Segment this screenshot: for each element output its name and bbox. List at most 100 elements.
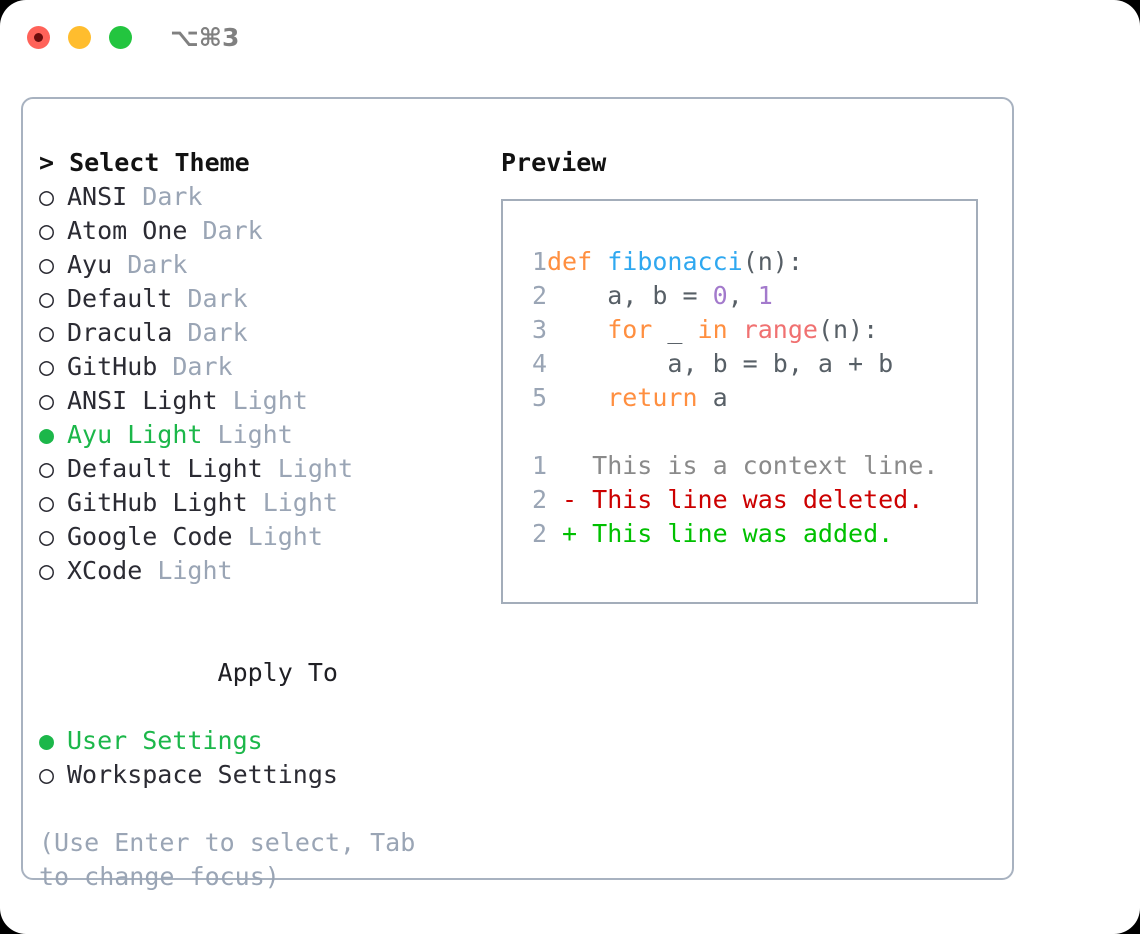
apply-option-label: User Settings [67, 726, 263, 755]
line-number: 4 [531, 349, 547, 378]
window-controls [27, 26, 132, 49]
theme-option-github-light[interactable]: ○ GitHub Light Light [39, 486, 479, 520]
radio-unselected-icon: ○ [39, 182, 55, 211]
code-line: 3 for _ in range(n): [517, 313, 976, 347]
select-theme-header: > Select Theme [39, 148, 250, 177]
theme-option-label: ANSI Light [67, 386, 218, 415]
theme-option-kind: Dark [187, 284, 248, 313]
theme-option-github[interactable]: ○ GitHub Dark [39, 350, 479, 384]
theme-option-label: Default Light [67, 454, 263, 483]
line-number: 2 [531, 519, 547, 548]
radio-selected-icon: ● [39, 420, 55, 449]
radio-unselected-icon: ○ [39, 318, 55, 347]
diff-line: 2 + This line was added. [517, 517, 976, 551]
radio-unselected-icon: ○ [39, 454, 55, 483]
shortcut-label: ⌥⌘3 [170, 23, 240, 52]
theme-option-kind: Light [217, 420, 293, 449]
apply-to-header-indent [190, 656, 218, 690]
theme-option-google-code[interactable]: ○Google Code Light [39, 520, 479, 554]
theme-option-ayu-light[interactable]: ●Ayu Light Light [39, 418, 479, 452]
theme-option-label: GitHub [67, 352, 158, 381]
apply-to-header: Apply To [39, 622, 479, 724]
theme-option-label: Ayu [67, 250, 113, 279]
code-line: 2 a, b = 0, 1 [517, 279, 976, 313]
diff-sample: 1 This is a context line.2 - This line w… [517, 449, 976, 551]
apply-option-user-settings[interactable]: ● User Settings [39, 724, 479, 758]
code-token: _ [652, 315, 698, 344]
code-token: This is a context line. [547, 451, 939, 480]
code-token: (n): [817, 315, 879, 344]
theme-list[interactable]: ○ANSI Dark○Atom One Dark○Ayu Dark○Defaul… [39, 180, 479, 588]
theme-option-kind: Light [262, 488, 338, 517]
theme-option-default-light[interactable]: ○ Default Light Light [39, 452, 479, 486]
theme-option-kind: Light [157, 556, 233, 585]
maximize-button[interactable] [109, 26, 132, 49]
code-gap [517, 415, 976, 449]
theme-option-kind: Dark [202, 216, 263, 245]
theme-option-atom-one[interactable]: ○ Atom One Dark [39, 214, 479, 248]
line-number: 2 [531, 485, 547, 514]
theme-option-kind: Dark [127, 250, 188, 279]
code-token: def [547, 247, 608, 276]
theme-option-label: Atom One [67, 216, 188, 245]
radio-unselected-icon: ○ [39, 216, 55, 245]
code-token: a, b = b, a + b [547, 349, 894, 378]
radio-selected-icon: ● [39, 726, 55, 755]
apply-option-workspace-settings[interactable]: ○ Workspace Settings [39, 758, 479, 792]
theme-option-default[interactable]: ○Default Dark [39, 282, 479, 316]
theme-option-kind: Light [232, 386, 308, 415]
theme-option-label: GitHub Light [67, 488, 248, 517]
code-token: a [697, 383, 728, 412]
code-token: (n): [742, 247, 803, 276]
line-number: 2 [531, 281, 547, 310]
keyboard-hint: (Use Enter to select, Tab to change focu… [39, 828, 431, 891]
code-token: return [547, 383, 698, 412]
theme-option-label: XCode [67, 556, 143, 585]
code-token: for [547, 315, 653, 344]
theme-option-kind: Light [277, 454, 353, 483]
theme-option-kind: Dark [172, 352, 233, 381]
code-line: 5 return a [517, 381, 976, 415]
main-panel: > Select Theme ○ANSI Dark○Atom One Dark○… [21, 97, 1014, 891]
diff-line: 2 - This line was deleted. [517, 483, 976, 517]
minimize-button[interactable] [68, 26, 91, 49]
radio-unselected-icon: ○ [39, 284, 55, 313]
apply-to-list[interactable]: ● User Settings ○ Workspace Settings [39, 724, 479, 792]
code-token: - This line was deleted. [547, 485, 924, 514]
theme-option-kind: Light [247, 522, 323, 551]
theme-option-ayu[interactable]: ○ Ayu Dark [39, 248, 479, 282]
apply-option-label: Workspace Settings [67, 760, 338, 789]
line-number: 1 [531, 451, 547, 480]
code-token: 0 [712, 281, 728, 310]
preview-title: Preview [501, 148, 607, 177]
theme-selector-column: > Select Theme ○ANSI Dark○Atom One Dark○… [39, 146, 479, 894]
code-token: 1 [757, 281, 773, 310]
title-bar: ⌥⌘3 [0, 0, 1140, 76]
theme-option-label: Google Code [67, 522, 233, 551]
radio-unselected-icon: ○ [39, 488, 55, 517]
apply-to-header-label: Apply To [217, 658, 338, 687]
theme-option-xcode[interactable]: ○ XCode Light [39, 554, 479, 588]
line-number: 1 [531, 247, 547, 276]
code-line: 1def fibonacci(n): [517, 245, 976, 279]
theme-option-ansi-light[interactable]: ○ANSI Light Light [39, 384, 479, 418]
radio-unselected-icon: ○ [39, 250, 55, 279]
diff-line: 1 This is a context line. [517, 449, 976, 483]
code-token: in [697, 315, 728, 344]
theme-option-dracula[interactable]: ○ Dracula Dark [39, 316, 479, 350]
code-token: fibonacci [607, 247, 743, 276]
radio-unselected-icon: ○ [39, 556, 55, 585]
radio-unselected-icon: ○ [39, 352, 55, 381]
line-number: 5 [531, 383, 547, 412]
code-token: + This line was added. [547, 519, 894, 548]
theme-option-label: Dracula [67, 318, 173, 347]
radio-unselected-icon: ○ [39, 760, 55, 789]
close-button[interactable] [27, 26, 50, 49]
theme-option-kind: Dark [187, 318, 248, 347]
code-token: a, b = [547, 281, 713, 310]
code-token [728, 315, 743, 344]
theme-option-ansi[interactable]: ○ANSI Dark [39, 180, 479, 214]
